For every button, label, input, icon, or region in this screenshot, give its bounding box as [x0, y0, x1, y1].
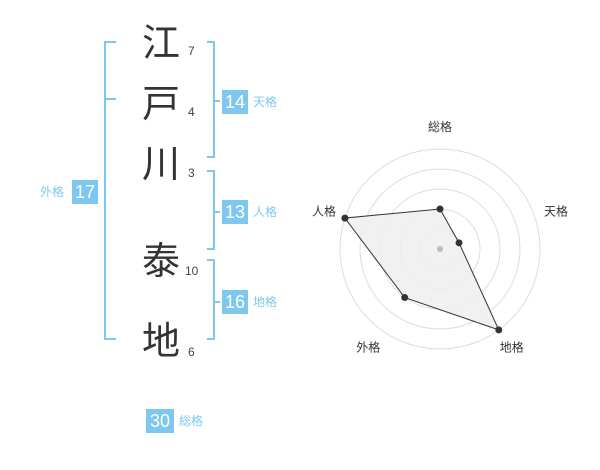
gaikaku-bracket	[104, 41, 116, 340]
radar-point	[495, 326, 503, 334]
gaikaku-label: 外格	[40, 185, 65, 199]
name-char-5: 地	[142, 319, 181, 363]
stroke-count-1: 7	[188, 44, 195, 58]
name-char-4: 泰	[142, 239, 181, 283]
tenkaku-bracket	[207, 41, 215, 158]
radar-axis-label: 人格	[312, 203, 336, 218]
name-char-3: 川	[142, 142, 181, 186]
chikaku-label: 地格	[253, 295, 278, 309]
radar-axis-label: 総格	[428, 119, 452, 134]
name-char-1: 江	[142, 21, 181, 65]
jinkaku-badge: 13	[222, 200, 248, 224]
radar-ring	[359, 168, 521, 330]
radar-points	[341, 205, 503, 334]
radar-axis-label: 地格	[500, 340, 524, 355]
stroke-count-2: 4	[188, 105, 195, 119]
radar-point	[401, 294, 409, 302]
tenkaku-label: 天格	[253, 95, 278, 109]
radar-center	[437, 246, 443, 252]
soukaku-label: 総格	[179, 414, 204, 428]
stroke-count-4: 10	[185, 264, 199, 278]
radar-point	[455, 239, 463, 247]
chikaku-bracket	[207, 259, 215, 340]
stroke-count-5: 6	[188, 345, 195, 359]
gaikaku-badge: 17	[72, 180, 98, 204]
tenkaku-badge: 14	[222, 90, 248, 114]
jinkaku-bracket	[207, 170, 215, 250]
chikaku-badge: 16	[222, 290, 248, 314]
soukaku-badge: 30	[146, 409, 174, 433]
radar-axis-label: 天格	[544, 203, 568, 218]
jinkaku-label: 人格	[253, 205, 278, 219]
radar-ring	[339, 148, 541, 350]
radar-point	[341, 214, 349, 222]
radar-polygon	[343, 208, 500, 331]
radar-axis-label: 外格	[356, 340, 380, 355]
radar-point	[436, 205, 444, 213]
stroke-count-3: 3	[188, 166, 195, 180]
name-char-2: 戸	[142, 82, 181, 126]
